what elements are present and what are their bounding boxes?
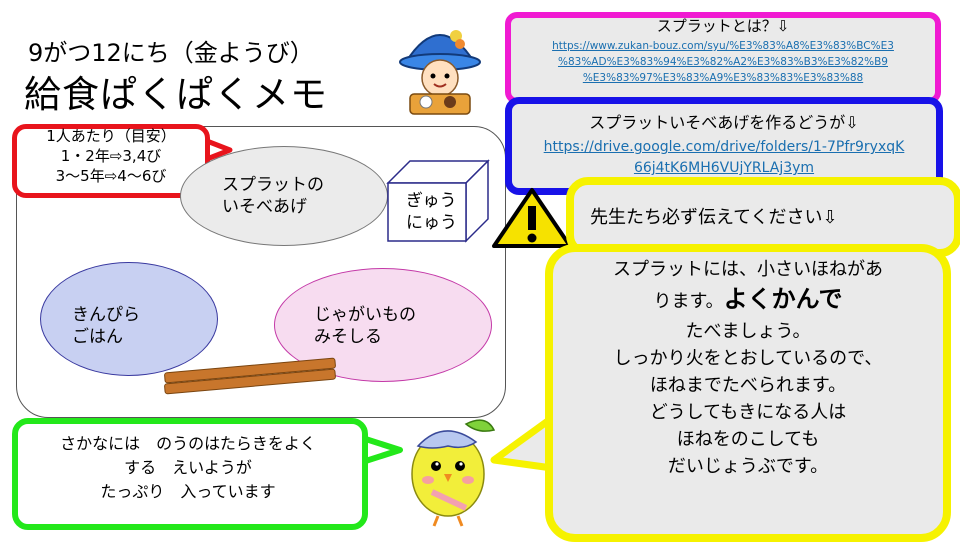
info-heading: スプラットとは？⇩ (656, 17, 790, 35)
dish-fish-line-1: スプラットの (222, 175, 324, 195)
info-link[interactable]: https://www.zukan-bouz.com/syu/%E3%83%A8… (511, 38, 935, 86)
recipe-link[interactable]: https://drive.google.com/drive/folders/1… (512, 137, 936, 179)
bone-note-line-3: たべましょう。 (685, 321, 811, 342)
date-heading: 9がつ12にち（金ようび） (28, 39, 314, 67)
recipe-box-content: スプラットいそべあげを作るどうが⇩ https://drive.google.c… (512, 112, 936, 179)
portion-line-3: 3～5年⇨4～6び (55, 167, 167, 185)
fish-nutrition-note: さかなには のうのはたらきをよく する えいようが たっぷり 入っています (16, 432, 360, 504)
bone-note-line-2: ります。よくかんで (553, 283, 943, 318)
mascot-bird-icon (411, 419, 496, 527)
page-title: 給食ぱくぱくメモ (24, 73, 328, 116)
portion-line-2: 1・2年⇨3,4び (60, 147, 162, 165)
bone-note-line-5: ほねまでたべられます。 (649, 375, 847, 396)
dish-milk-line-1: ぎゅう (406, 191, 457, 211)
dish-fish (180, 146, 388, 246)
dish-rice-line-1: きんぴら (72, 305, 140, 325)
info-url-line-1[interactable]: https://www.zukan-bouz.com/syu/%E3%83%A8… (552, 40, 894, 52)
portion-text: 1人あたり（目安） 1・2年⇨3,4び 3～5年⇨4～6び (14, 126, 208, 186)
recipe-url-line-1[interactable]: https://drive.google.com/drive/folders/1… (543, 139, 905, 155)
fish-nutrition-bubble (12, 418, 368, 530)
bone-note-line-2a: ります。 (653, 291, 724, 312)
recipe-heading: スプラットいそべあげを作るどうが⇩ (589, 113, 859, 132)
bone-note-line-1: スプラットには、小さいほねがあ (613, 259, 883, 280)
dish-fish-line-2: いそべあげ (222, 197, 307, 217)
portion-line-1: 1人あたり（目安） (46, 127, 176, 145)
bone-note-line-4: しっかり火をとおしているので、 (613, 348, 883, 369)
info-box-content: スプラットとは？⇩ https://www.zukan-bouz.com/syu… (511, 16, 935, 86)
dish-soup-line-1: じゃがいもの (314, 305, 416, 325)
dish-milk-line-2: にゅう (406, 213, 457, 233)
warning-icon (492, 188, 572, 248)
dish-rice-label: きんぴら ごはん (72, 304, 140, 348)
bone-note-line-8: だいじょうぶです。 (667, 456, 829, 477)
mascot-boy-icon (399, 30, 481, 115)
bone-note-bubble (545, 244, 951, 542)
bone-note-line-7: ほねをのこしても (676, 429, 820, 450)
dish-fish-label: スプラットの いそべあげ (222, 174, 324, 218)
portion-bubble (12, 124, 210, 198)
fish-note-line-2: する えいようが (124, 458, 252, 477)
bone-note-emphasis: よくかんで (723, 285, 843, 313)
fish-note-line-1: さかなには のうのはたらきをよく (60, 434, 316, 453)
bone-note-line-6: どうしてもきになる人は (649, 402, 847, 423)
fish-note-line-3: たっぷり 入っています (100, 482, 276, 501)
info-url-line-2[interactable]: %83%AD%E3%83%94%E3%82%A2%E3%83%B3%E3%82%… (557, 56, 888, 68)
dish-milk-label: ぎゅう にゅう (406, 190, 457, 234)
teacher-note: 先生たち必ず伝えてください⇩ (590, 207, 838, 228)
recipe-url-line-2[interactable]: 66j4tK6MH6VUjYRLAj3ym (633, 160, 815, 176)
dish-soup-label: じゃがいもの みそしる (314, 304, 416, 348)
info-url-line-3[interactable]: %E3%83%97%E3%83%A9%E3%83%83%E3%83%88 (582, 72, 864, 84)
dish-rice (40, 262, 218, 376)
milk-carton-icon (386, 159, 490, 243)
dish-soup-line-2: みそしる (314, 327, 382, 347)
bone-note: スプラットには、小さいほねがあ ります。よくかんで たべましょう。 しっかり火を… (553, 256, 943, 480)
dish-rice-line-2: ごはん (72, 327, 123, 347)
